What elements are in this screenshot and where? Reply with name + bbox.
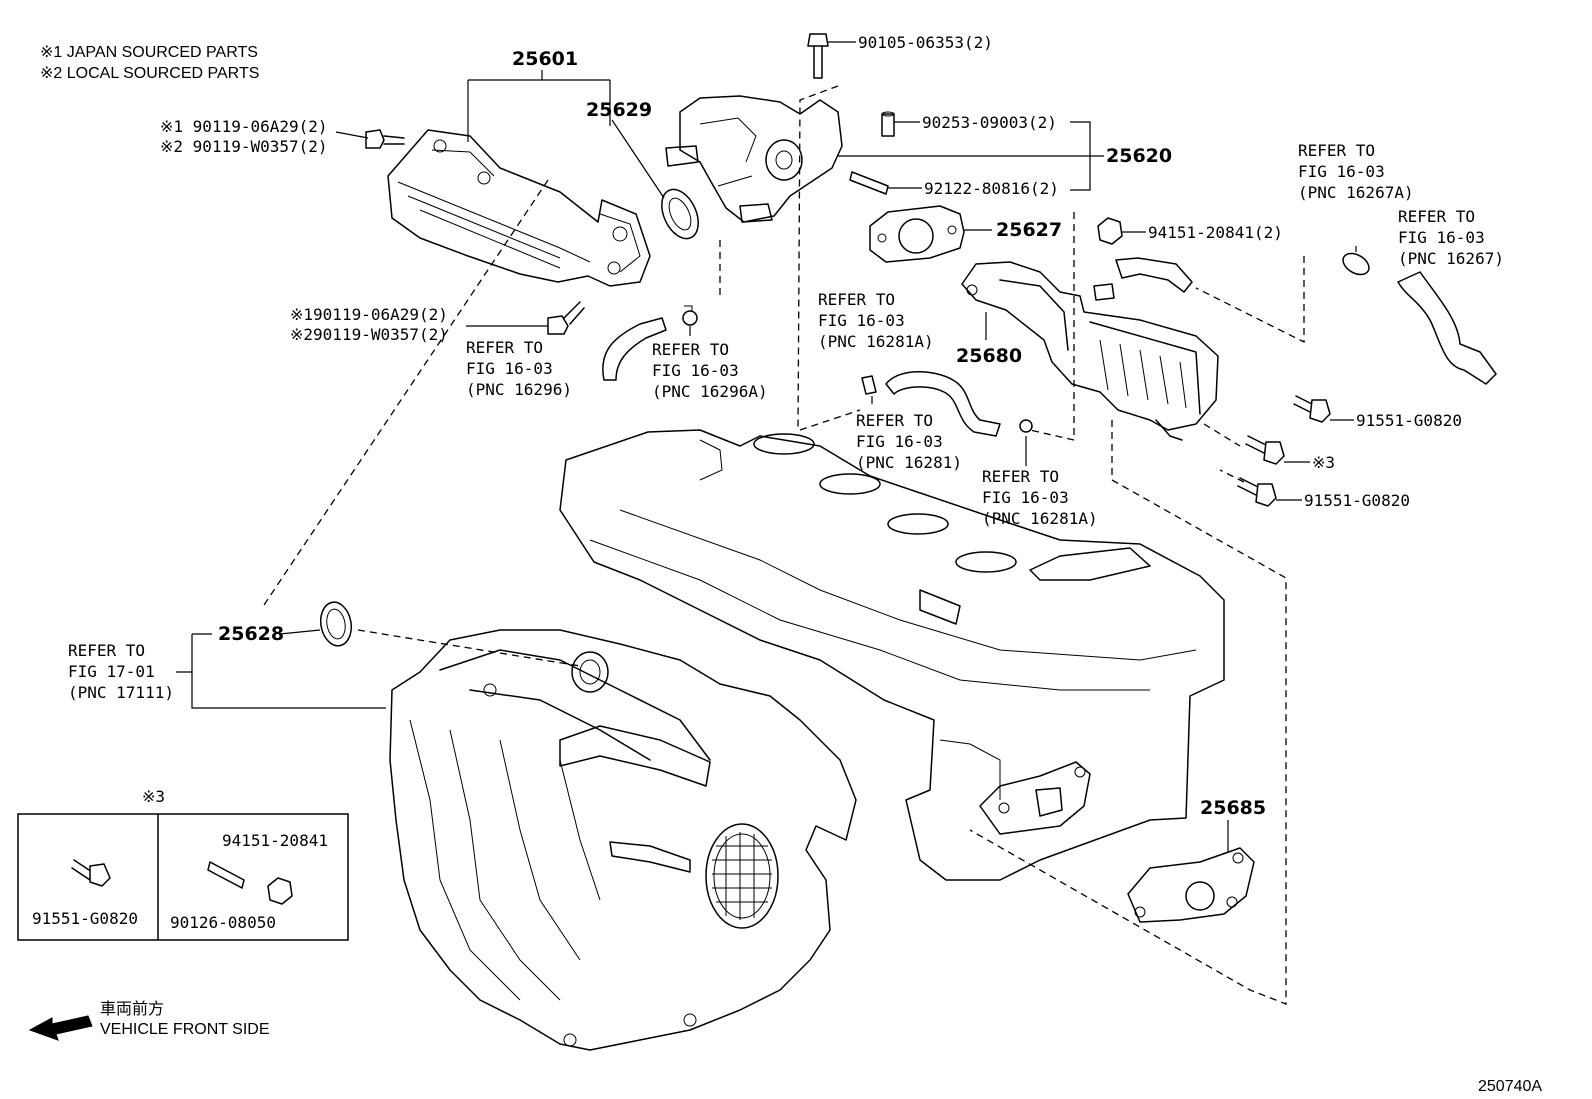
part-label-90105: 90105-06353(2) (858, 33, 993, 52)
egr-pipe-25601-drawing (387, 129, 651, 287)
ref-label-pnc-16267a: REFER TO FIG 16-03 (PNC 16267A) (1298, 141, 1414, 202)
svg-text:REFER TO: REFER TO (652, 340, 729, 359)
part-label-bolt-top-japan: ※1 90119-06A29(2) (160, 117, 328, 136)
svg-text:(PNC 16281A): (PNC 16281A) (982, 509, 1098, 528)
bolt-91551-upper-icon (1293, 395, 1331, 423)
legend-note-japan-sourced: ※1 JAPAN SOURCED PARTS (40, 44, 258, 61)
inset-nut-icon (267, 877, 293, 905)
vehicle-front-arrow-icon (28, 1015, 93, 1041)
nut-94151-icon (1097, 217, 1123, 245)
svg-text:REFER TO: REFER TO (856, 411, 933, 430)
bolt-90105-icon (807, 33, 829, 79)
pnc-label-25620: 25620 (1106, 145, 1172, 167)
gasket-25629-icon (661, 188, 699, 240)
part-label-ref3-mark: ※3 (1312, 453, 1335, 472)
egr-cooler-25680-drawing (961, 257, 1219, 441)
clamp-16281a-bottom-icon (1019, 419, 1033, 433)
pnc-label-25601: 25601 (512, 48, 578, 70)
part-label-bolt-lower-japan: ※190119-06A29(2) (290, 305, 448, 324)
legend-note-local-sourced: ※2 LOCAL SOURCED PARTS (40, 65, 259, 82)
figure-id-label: 250740A (1478, 1078, 1542, 1095)
svg-text:REFER TO: REFER TO (68, 641, 145, 660)
svg-text:FIG 16-03: FIG 16-03 (856, 432, 943, 451)
bolt-91551-middle-icon (1245, 435, 1285, 465)
ref-label-pnc-16281: REFER TO FIG 16-03 (PNC 16281) (856, 411, 962, 472)
part-label-bolt-lower-local: ※290119-W0357(2) (290, 325, 448, 344)
svg-text:(PNC 16281): (PNC 16281) (856, 453, 962, 472)
svg-text:REFER TO: REFER TO (1298, 141, 1375, 160)
pin-90253-icon (881, 111, 895, 137)
svg-text:(PNC 16267A): (PNC 16267A) (1298, 183, 1414, 202)
pnc-label-25685: 25685 (1200, 797, 1266, 819)
part-label-92122: 92122-80816(2) (924, 179, 1059, 198)
inset-part-91551: 91551-G0820 (32, 909, 138, 928)
part-label-94151: 94151-20841(2) (1148, 223, 1283, 242)
part-label-bolt-top-local: ※2 90119-W0357(2) (160, 137, 328, 156)
gasket-25628-icon (319, 601, 353, 647)
gasket-25627-icon (869, 205, 965, 263)
inset-mark: ※3 (142, 787, 165, 806)
svg-text:(PNC 16296A): (PNC 16296A) (652, 382, 768, 401)
inset-part-90126: 90126-08050 (170, 913, 276, 932)
front-side-label-english: VEHICLE FRONT SIDE (100, 1021, 270, 1038)
hose-16296-drawing (602, 317, 667, 381)
inset-part-94151: 94151-20841 (222, 831, 328, 850)
intake-manifold-drawing (389, 629, 857, 1051)
pnc-label-25628: 25628 (218, 623, 284, 645)
ref-label-pnc-16267: REFER TO FIG 16-03 (PNC 16267) (1398, 207, 1504, 268)
clamp-16281a-top-icon (861, 375, 877, 395)
ref-label-pnc-16281a-top: REFER TO FIG 16-03 (PNC 16281A) (818, 290, 934, 351)
ref-label-pnc-17111: REFER TO FIG 17-01 (PNC 17111) (68, 641, 174, 702)
inset-stud-icon (207, 861, 245, 889)
svg-text:(PNC 16281A): (PNC 16281A) (818, 332, 934, 351)
svg-text:FIG 16-03: FIG 16-03 (652, 361, 739, 380)
svg-text:REFER TO: REFER TO (466, 338, 543, 357)
ref-label-pnc-16296a: REFER TO FIG 16-03 (PNC 16296A) (652, 340, 768, 401)
svg-text:FIG 16-03: FIG 16-03 (466, 359, 553, 378)
inset-box-ref3: ※3 91551-G0820 94151-20841 90126-08050 (17, 787, 349, 941)
part-label-91551-upper: 91551-G0820 (1356, 411, 1462, 430)
svg-text:REFER TO: REFER TO (818, 290, 895, 309)
svg-text:FIG 16-03: FIG 16-03 (1298, 162, 1385, 181)
clamp-16296a-icon (682, 305, 698, 326)
bolt-91551-lower-icon (1237, 477, 1277, 507)
svg-text:FIG 16-03: FIG 16-03 (818, 311, 905, 330)
svg-text:(PNC 16267): (PNC 16267) (1398, 249, 1504, 268)
svg-text:(PNC 16296): (PNC 16296) (466, 380, 572, 399)
hose-16281-drawing (885, 371, 1001, 437)
exhaust-flange-drawing (979, 761, 1091, 835)
leader-lines (176, 41, 1357, 852)
pnc-label-25627: 25627 (996, 219, 1062, 241)
stud-92122-icon (849, 171, 889, 195)
ref-label-pnc-16281a-bottom: REFER TO FIG 16-03 (PNC 16281A) (982, 467, 1098, 528)
svg-text:(PNC 17111): (PNC 17111) (68, 683, 174, 702)
hose-16267-drawing (1397, 271, 1497, 385)
svg-text:REFER TO: REFER TO (1398, 207, 1475, 226)
gasket-25685-icon (1127, 847, 1255, 923)
pnc-label-25629: 25629 (586, 99, 652, 121)
ref-label-pnc-16296: REFER TO FIG 16-03 (PNC 16296) (466, 338, 572, 399)
part-label-90253: 90253-09003(2) (922, 113, 1057, 132)
inset-bolt-icon (71, 859, 111, 887)
front-side-label-japanese: 車両前方 (100, 1000, 164, 1018)
svg-text:FIG 16-03: FIG 16-03 (1398, 228, 1485, 247)
bolt-90119-top-icon (365, 129, 405, 149)
egr-valve-25620-drawing (665, 95, 843, 223)
cylinder-head-drawing (559, 429, 1225, 881)
svg-text:REFER TO: REFER TO (982, 467, 1059, 486)
svg-text:FIG 17-01: FIG 17-01 (68, 662, 155, 681)
bolt-90119-lower-icon (547, 301, 585, 335)
pnc-label-25680: 25680 (956, 345, 1022, 367)
part-label-91551-lower: 91551-G0820 (1304, 491, 1410, 510)
clamp-16267a-icon (1342, 252, 1370, 276)
dashed-assembly-lines (261, 85, 1305, 1005)
svg-text:FIG 16-03: FIG 16-03 (982, 488, 1069, 507)
